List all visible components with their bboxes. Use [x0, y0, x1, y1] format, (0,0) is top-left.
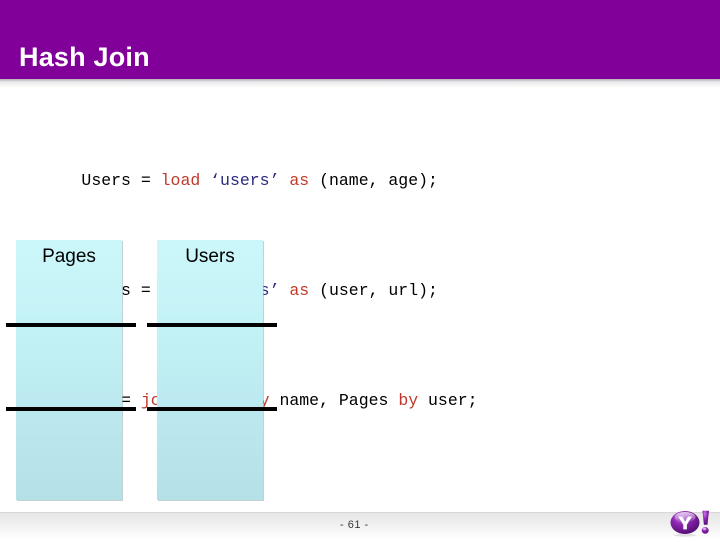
- slide-header-band: [0, 0, 720, 79]
- pages-column-label: Pages: [42, 246, 96, 267]
- pages-column-divider-1: [6, 323, 136, 327]
- code-token: [200, 171, 210, 190]
- code-keyword-as: as: [289, 171, 310, 190]
- yahoo-logo: [668, 509, 714, 537]
- code-keyword-load: load: [160, 171, 201, 190]
- pages-column-box: [16, 240, 122, 500]
- hash-join-diagram: Pages Users: [0, 225, 300, 510]
- code-token: [279, 171, 289, 190]
- code-token: name, Pages: [269, 391, 399, 410]
- users-column-divider-1: [147, 323, 277, 327]
- users-column-box: [157, 240, 263, 500]
- code-token: user;: [418, 391, 478, 410]
- slide-footer: [0, 512, 720, 540]
- users-column-label: Users: [185, 246, 235, 267]
- page-number: - 61 -: [340, 519, 369, 531]
- code-keyword-as: as: [289, 281, 310, 300]
- pages-column-divider-2: [6, 407, 136, 411]
- header-shadow: [0, 79, 720, 88]
- code-token: Users =: [81, 171, 161, 190]
- footer-divider: [0, 512, 720, 513]
- code-string-users: ‘users’: [210, 171, 280, 190]
- page-title: Hash Join: [19, 42, 150, 72]
- code-token: (name, age);: [309, 171, 438, 190]
- users-column-divider-2: [147, 407, 277, 411]
- code-token: (user, url);: [309, 281, 438, 300]
- code-keyword-by: by: [398, 391, 419, 410]
- code-line-1: Users = load ‘users’ as (name, age);: [22, 148, 478, 214]
